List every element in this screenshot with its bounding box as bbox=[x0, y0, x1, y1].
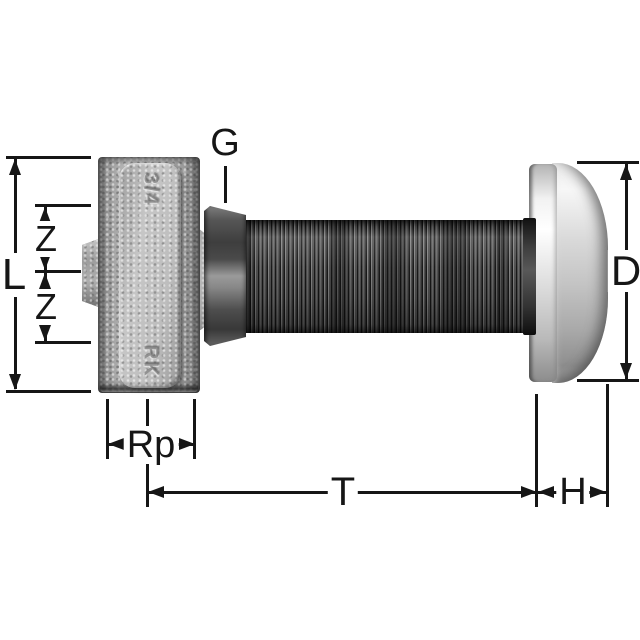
tube-shade-band bbox=[494, 220, 508, 333]
arrowhead-Z-lower-top bbox=[39, 273, 51, 289]
emboss-mark-top: 3/4 bbox=[139, 173, 162, 207]
tick-centerline bbox=[35, 270, 81, 273]
arrowhead-Z-upper-bottom bbox=[39, 254, 51, 270]
arrowhead-H-left bbox=[538, 486, 554, 498]
emboss-mark-bottom: RK bbox=[139, 345, 162, 378]
side-outlet-boss bbox=[82, 238, 101, 308]
arrowhead-T-right bbox=[521, 486, 537, 498]
tube-shade-band bbox=[438, 220, 473, 333]
arrowhead-Z-lower-bottom bbox=[39, 325, 51, 341]
ext-line-Rp-left bbox=[106, 399, 109, 459]
arrowhead-H-right bbox=[590, 486, 606, 498]
chrome-dome-cap bbox=[552, 163, 608, 383]
ext-line-H-right bbox=[606, 384, 609, 507]
tick-body-bottom bbox=[6, 390, 91, 393]
label-T: T bbox=[327, 472, 359, 512]
tick-z-upper bbox=[35, 204, 91, 207]
label-H: H bbox=[556, 473, 590, 511]
label-Rp: Rp bbox=[123, 426, 179, 464]
label-Z-upper: Z bbox=[32, 221, 60, 257]
arrowhead-Rp-left bbox=[108, 438, 124, 450]
ext-line-Rp-right bbox=[193, 399, 196, 459]
label-L: L bbox=[0, 253, 30, 297]
leader-line-G bbox=[224, 166, 227, 203]
label-D: D bbox=[607, 250, 640, 292]
arrowhead-L-top bbox=[9, 159, 21, 175]
arrowhead-D-top bbox=[620, 164, 632, 180]
tick-body-top bbox=[6, 156, 91, 159]
tube-shade-band bbox=[378, 220, 408, 333]
arrowhead-Z-upper-top bbox=[39, 207, 51, 223]
tick-cap-bottom bbox=[577, 379, 639, 382]
arrowhead-D-bottom bbox=[620, 363, 632, 379]
union-nut bbox=[204, 206, 246, 346]
arrowhead-L-bottom bbox=[9, 374, 21, 390]
label-G: G bbox=[207, 124, 243, 162]
arrowhead-T-left bbox=[148, 486, 164, 498]
ext-line-H-left bbox=[535, 394, 538, 507]
arrowhead-Rp-right bbox=[179, 438, 195, 450]
tube-end-collar bbox=[523, 218, 536, 335]
tube-shade-band bbox=[328, 220, 350, 333]
tick-cap-top bbox=[577, 161, 639, 164]
tick-z-lower bbox=[35, 341, 91, 344]
corrugated-tube bbox=[245, 220, 533, 333]
label-Z-lower: Z bbox=[32, 289, 60, 325]
cast-rib: 3/4 RK bbox=[119, 163, 181, 388]
